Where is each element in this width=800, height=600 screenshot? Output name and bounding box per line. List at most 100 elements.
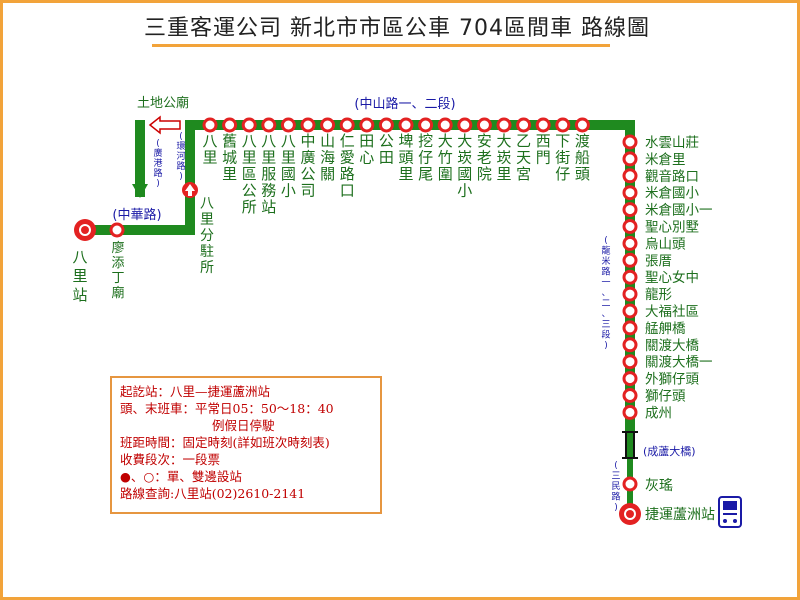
stop-marker <box>457 117 473 133</box>
info-holiday: 例假日停駛 <box>212 418 275 433</box>
stop-marker <box>622 303 638 319</box>
info-endpoints: 起訖站：八里—捷運蘆洲站 <box>120 384 271 399</box>
station-label: 聖心女中 <box>645 269 699 286</box>
stop-marker <box>261 117 277 133</box>
road-label-chengpu: (成蘆大橋) <box>643 444 696 458</box>
station-label: 張厝 <box>645 253 672 269</box>
stop-marker <box>622 219 638 234</box>
stop-marker <box>359 117 375 133</box>
stop-marker <box>622 320 638 336</box>
stop-marker <box>622 151 638 167</box>
direction-arrow-down <box>132 184 148 198</box>
stop-marker <box>622 286 638 302</box>
station-label-bali-terminal: 八里站 <box>72 248 87 304</box>
station-label: 大崁國小 <box>457 132 472 200</box>
stop-marker <box>622 269 638 285</box>
stop-marker <box>622 354 638 370</box>
stop-marker <box>280 117 296 133</box>
station-label: 中廣公司 <box>300 132 315 200</box>
info-headway: 班距時間：固定時刻(詳如班次時刻表) <box>120 435 330 450</box>
station-label: 埤頭里 <box>398 132 413 183</box>
bus-icon <box>718 496 742 528</box>
stop-marker <box>496 117 512 133</box>
road-label-longmi: (龍米路一、二、三段) <box>601 236 610 351</box>
stop-marker <box>241 117 257 133</box>
station-label: 觀音路口 <box>645 168 699 185</box>
stop-marker <box>516 117 532 133</box>
stop-marker <box>574 117 590 133</box>
stop-marker <box>202 117 218 133</box>
station-label: 八里區公所 <box>242 132 257 216</box>
stop-marker <box>535 117 551 133</box>
road-label-huanhe: (環河路) <box>176 132 185 182</box>
stop-marker <box>622 404 638 420</box>
stop-marker <box>622 168 638 184</box>
station-label: 公田 <box>379 132 394 167</box>
station-label: 烏山頭 <box>645 235 686 252</box>
bridge-symbol <box>622 431 638 459</box>
station-label: 成州 <box>645 405 672 421</box>
title-underline <box>152 44 610 47</box>
station-label: 米倉里 <box>645 152 686 168</box>
road-label-guangang: (廣港路) <box>153 139 162 189</box>
station-label: 外獅仔頭 <box>645 372 699 388</box>
station-label: 西門 <box>536 132 551 167</box>
direction-arrow-up <box>182 182 198 198</box>
page-title: 三重客運公司 新北市市區公車 704區間車 路線圖 <box>144 16 650 41</box>
stop-marker <box>300 117 316 133</box>
stop-marker <box>378 117 394 133</box>
stop-marker <box>418 117 434 133</box>
station-label: 八里 <box>202 132 217 167</box>
station-label: 龍形 <box>645 286 673 303</box>
station-label: 挖仔尾 <box>418 132 433 183</box>
road-label-zhonghua: (中華路) <box>112 207 161 223</box>
terminal-stop-bali <box>74 219 96 241</box>
station-label: 大崁里 <box>496 132 511 183</box>
info-service-hours: 頭、末班車：平常日05：50～18：40 <box>120 401 334 416</box>
stop-marker <box>398 117 414 133</box>
stop-marker <box>476 117 492 133</box>
station-label: 田心 <box>359 132 374 167</box>
stop-marker <box>622 202 638 218</box>
station-label: 米倉國小一 <box>645 203 713 219</box>
station-label: 大竹圍 <box>438 132 453 183</box>
info-fare: 收費段次：一段票 <box>120 452 221 467</box>
road-label-sanmin: (三民路) <box>611 461 620 513</box>
stop-marker <box>622 371 638 387</box>
station-label: 關渡大橋 <box>645 338 699 354</box>
station-label-huiyao: 灰瑤 <box>645 478 673 494</box>
station-label: 水雲山莊 <box>645 135 699 151</box>
station-label: 仁愛路口 <box>340 132 355 200</box>
direction-arrow-left <box>148 115 181 135</box>
station-label: 八里國小 <box>281 132 296 200</box>
route-info-box: 起訖站：八里—捷運蘆洲站 頭、末班車：平常日05：50～18：40 例假日停駛 … <box>110 376 382 514</box>
station-label: 乙天宮 <box>516 132 531 183</box>
station-label: 艋舺橋 <box>645 321 686 337</box>
road-label-zhongshan: (中山路一、二段) <box>354 96 455 112</box>
stop-marker <box>437 117 453 133</box>
station-label-liaotian: 廖添丁廟 <box>111 240 124 301</box>
info-contact: 路線查詢:八里站(02)2610-2141 <box>120 486 306 501</box>
stop-marker <box>622 235 638 251</box>
station-label: 渡船頭 <box>575 132 590 183</box>
station-label-tudigong: 土地公廟 <box>137 95 189 111</box>
station-label: 山海關 <box>320 132 335 183</box>
stop-marker <box>622 185 638 201</box>
stop-marker <box>622 337 638 353</box>
stop-marker <box>222 117 238 133</box>
stop-marker <box>339 117 355 133</box>
stop-marker <box>555 117 571 133</box>
station-label: 聖心別墅 <box>645 220 699 236</box>
station-label-fenzhu: 八里分駐所 <box>200 196 214 276</box>
station-label: 安老院 <box>477 132 492 183</box>
info-stop-legend: ●、○：單、雙邊設站 <box>120 469 242 484</box>
station-label: 舊城里 <box>222 132 237 183</box>
station-label: 八里服務站 <box>261 132 276 216</box>
station-label-luzhou: 捷運蘆洲站 <box>645 507 715 523</box>
stop-marker-liaotian <box>109 222 125 238</box>
station-label: 米倉國小 <box>645 186 699 202</box>
stop-marker <box>622 388 638 403</box>
terminal-stop-luzhou <box>619 503 641 525</box>
stop-marker <box>622 252 638 268</box>
